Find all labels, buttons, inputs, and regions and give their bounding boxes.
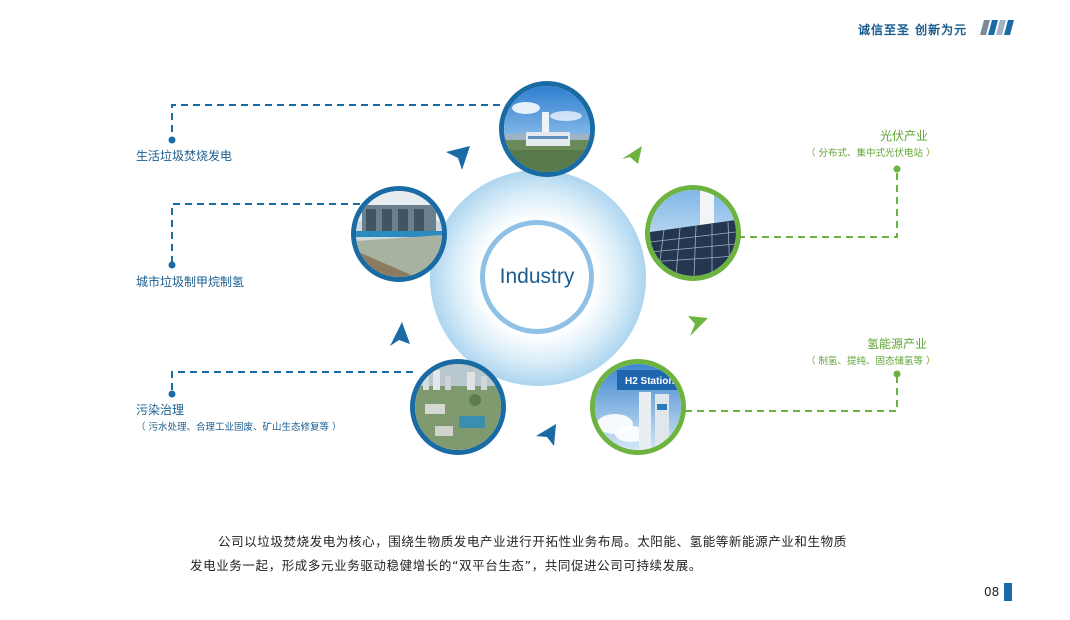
header-slogan: 诚信至圣 创新为元 — [858, 23, 968, 37]
connector-solar — [738, 172, 898, 238]
label-pollution: 污染治理 — [136, 403, 185, 417]
power-plant-photo-icon — [504, 86, 590, 172]
arrow-icon-bottom — [536, 424, 556, 446]
photo-pollution-control — [410, 359, 506, 455]
photo-incineration-plant — [499, 81, 595, 177]
dot-pollution — [168, 390, 176, 398]
dot-solar — [893, 165, 901, 173]
h2-station-photo-icon: H2 Station — [595, 364, 681, 450]
solar-panel-photo-icon — [650, 190, 736, 276]
sublabel-hydrogen: （ 制氢、提纯、固态储氢等 ） — [806, 356, 936, 367]
photo-waste-to-hydrogen — [351, 186, 447, 282]
connector-hydrogen — [685, 377, 898, 412]
arrow-icon-top-right — [622, 146, 642, 164]
arrow-icon-right — [688, 316, 708, 336]
center-ring — [480, 220, 594, 334]
paragraph-line-2: 发电业务一起，形成多元业务驱动稳健增长的“双平台生态”，共同促进公司可持续发展。 — [190, 558, 702, 573]
page-number-bar — [1004, 583, 1012, 601]
label-methane-hydrogen: 城市垃圾制甲烷制氢 — [136, 275, 245, 289]
sublabel-pollution: （ 污水处理、合理工业固废、矿山生态修复等 ） — [136, 422, 342, 433]
arrow-icon-top-left — [446, 146, 470, 170]
label-incineration: 生活垃圾焚烧发电 — [136, 149, 233, 163]
dot-incineration — [168, 136, 176, 144]
label-solar: 光伏产业 — [880, 129, 929, 143]
dot-methane — [168, 261, 176, 269]
h2-sign-text: H2 Station — [625, 376, 674, 387]
city-aerial-photo-icon — [415, 364, 501, 450]
paragraph-line-1: 公司以垃圾焚烧发电为核心，围绕生物质发电产业进行开拓性业务布局。太阳能、氢能等新… — [218, 534, 847, 549]
label-hydrogen: 氢能源产业 — [867, 337, 928, 351]
connector-incineration — [171, 104, 500, 137]
photo-solar — [645, 185, 741, 281]
header-stripes-icon — [980, 20, 1014, 35]
center-label: Industry — [499, 265, 575, 288]
facility-photo-icon — [356, 191, 442, 277]
dot-hydrogen — [893, 370, 901, 378]
connector-pollution — [171, 371, 413, 392]
page-number: 08 — [984, 585, 1000, 599]
arrow-icon-left — [390, 322, 410, 346]
connector-methane — [171, 203, 360, 262]
sublabel-solar: （ 分布式、集中式光伏电站 ） — [806, 148, 936, 159]
photo-hydrogen-station: H2 Station — [590, 359, 686, 455]
